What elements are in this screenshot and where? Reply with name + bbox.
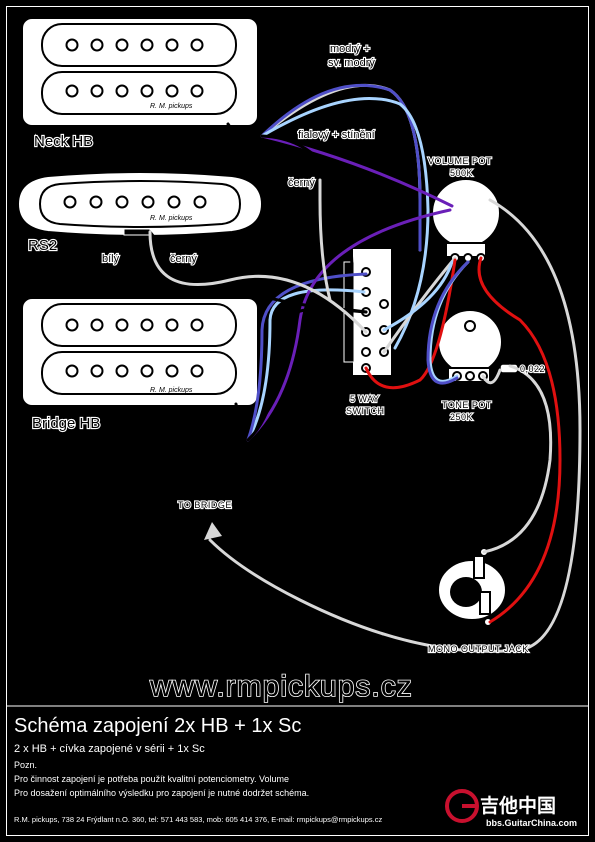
volume-pot-value: 500K (450, 168, 473, 178)
tone-pot-label: TONE POT (442, 400, 492, 410)
neck-hb-label: Neck HB (34, 133, 93, 150)
logo-url: bbs.GuitarChina.com (486, 818, 577, 828)
wire-white-label: bílý (102, 253, 120, 265)
wire-black2-label: černý (170, 253, 197, 265)
footer-note-label: Pozn. (14, 760, 37, 770)
bridge-hb-label: Bridge HB (32, 415, 100, 432)
to-bridge-label: TO BRIDGE (178, 500, 232, 510)
website-url: www.rmpickups.cz (149, 670, 413, 703)
wire-lightblue-label: sv. modrý (328, 57, 375, 69)
footer-subtitle: 2 x HB + cívka zapojené v sérii + 1x Sc (14, 743, 205, 755)
rs2-brand-label: R. M. pickups (150, 215, 193, 222)
logo-text: 吉他中国 (480, 794, 556, 817)
neck-humbucker: R. M. pickups (21, 17, 259, 127)
switch-label-2: SWITCH (346, 406, 385, 416)
tone-pot (437, 309, 503, 383)
volume-pot-label: VOLUME POT (428, 156, 492, 166)
guitarchina-logo: 吉他中国 bbs.GuitarChina.com (445, 789, 577, 828)
diagram-frame (6, 6, 589, 836)
volume-pot (431, 178, 501, 263)
output-jack-label: MONO OUTPUT JACK (428, 644, 529, 654)
bridge-brand-label: R. M. pickups (150, 387, 193, 394)
footer-title: Schéma zapojení 2x HB + 1x Sc (14, 715, 301, 737)
rs2-label: RS2 (28, 237, 57, 254)
wire-black-label: černý (288, 177, 315, 189)
switch-label-1: 5 WAY (350, 394, 380, 404)
footer-note-line2: Pro dosažení optimálního výsledku pro za… (14, 788, 309, 798)
tone-pot-value: 250K (450, 412, 473, 422)
bridge-humbucker: R. M. pickups (21, 297, 259, 407)
wire-purple-label: fialový + stínění (298, 129, 375, 141)
footer-note-line1: Pro činnost zapojení je potřeba použít k… (14, 774, 289, 784)
footer-contact: R.M. pickups, 738 24 Frýdlant n.O. 360, … (14, 815, 382, 824)
single-coil-rs2: R. M. pickups (16, 171, 264, 237)
mono-output-jack (437, 547, 507, 627)
capacitor-label: 0,022 (520, 364, 545, 374)
neck-brand-label: R. M. pickups (150, 103, 193, 110)
wire-blue-label: modrý + (330, 43, 370, 55)
